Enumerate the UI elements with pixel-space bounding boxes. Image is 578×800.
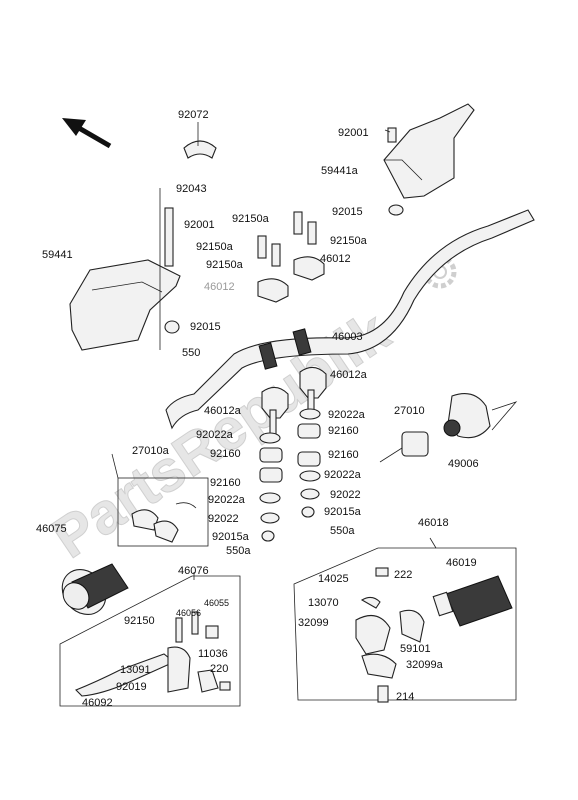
label-46012-grey: 46012 — [204, 281, 235, 293]
label-32099a: 32099a — [406, 659, 444, 671]
label-92160-l1: 92160 — [210, 448, 241, 460]
label-46092: 46092 — [82, 697, 113, 709]
handlebar-46003 — [165, 209, 535, 430]
label-32099: 32099 — [298, 617, 329, 629]
label-92015a-r: 92015a — [324, 506, 362, 518]
label-92150a-3: 92150a — [330, 235, 368, 247]
label-92072: 92072 — [178, 109, 209, 121]
label-550a-l: 550a — [226, 545, 251, 557]
label-46076: 46076 — [178, 565, 209, 577]
label-27010a: 27010a — [132, 445, 170, 457]
label-92022a-r2: 92022a — [324, 469, 362, 481]
label-92022a-r1: 92022a — [328, 409, 366, 421]
label-550a-r: 550a — [330, 525, 355, 537]
label-49006: 49006 — [448, 458, 479, 470]
label-222: 222 — [394, 569, 412, 581]
label-46055: 46055 — [204, 598, 229, 608]
label-13091: 13091 — [120, 664, 151, 676]
box-27010a — [117, 477, 209, 547]
switch-27010 — [379, 431, 429, 463]
label-92043: 92043 — [176, 183, 207, 195]
label-550: 550 — [182, 347, 200, 359]
label-92150: 92150 — [124, 615, 155, 627]
washer-stack — [259, 408, 321, 542]
label-46056: 46056 — [176, 608, 201, 618]
label-92160-r1: 92160 — [328, 425, 359, 437]
label-46075: 46075 — [36, 523, 67, 535]
label-59101: 59101 — [400, 643, 431, 655]
label-46012a-left: 46012a — [204, 405, 242, 417]
label-92150a-1: 92150a — [232, 213, 270, 225]
label-46012a-right: 46012a — [330, 369, 368, 381]
leader-lines — [111, 122, 437, 580]
handguard-left-59441 — [69, 188, 181, 351]
label-27010: 27010 — [394, 405, 425, 417]
label-214: 214 — [396, 691, 414, 703]
label-92160-l2: 92160 — [210, 477, 241, 489]
label-92160-r2: 92160 — [328, 449, 359, 461]
label-59441: 59441 — [42, 249, 73, 261]
label-92022a-l2: 92022a — [208, 494, 246, 506]
label-92022-r: 92022 — [330, 489, 361, 501]
grip-left-46075 — [61, 563, 129, 615]
lever-group-46076 — [59, 575, 241, 707]
throttle-housing-49006 — [443, 393, 518, 439]
label-92150a-2: 92150a — [196, 241, 234, 253]
label-92022-l: 92022 — [208, 513, 239, 525]
label-92015a-l: 92015a — [212, 531, 250, 543]
label-92015-left: 92015 — [190, 321, 221, 333]
label-46019: 46019 — [446, 557, 477, 569]
label-92001-top: 92001 — [338, 127, 369, 139]
label-11036: 11036 — [198, 648, 228, 660]
label-46003: 46003 — [332, 331, 363, 343]
front-direction-arrow-icon — [62, 118, 112, 149]
label-92150a-4: 92150a — [206, 259, 244, 271]
label-220: 220 — [210, 663, 228, 675]
clip-92072 — [183, 140, 217, 159]
label-13070: 13070 — [308, 597, 339, 609]
label-92015-top: 92015 — [332, 206, 363, 218]
label-46012-right: 46012 — [320, 253, 351, 265]
label-59441a: 59441a — [321, 165, 359, 177]
part-labels: 92072 92001 59441a 92015 92043 92001 594… — [36, 109, 479, 709]
throttle-group-46018 — [293, 547, 517, 703]
label-92001-left: 92001 — [184, 219, 215, 231]
label-92019: 92019 — [116, 681, 147, 693]
handguard-right-59441a — [383, 103, 475, 216]
label-46018: 46018 — [418, 517, 449, 529]
bolt-group-upper — [257, 211, 325, 303]
label-14025: 14025 — [318, 573, 349, 585]
label-92022a-l1: 92022a — [196, 429, 234, 441]
